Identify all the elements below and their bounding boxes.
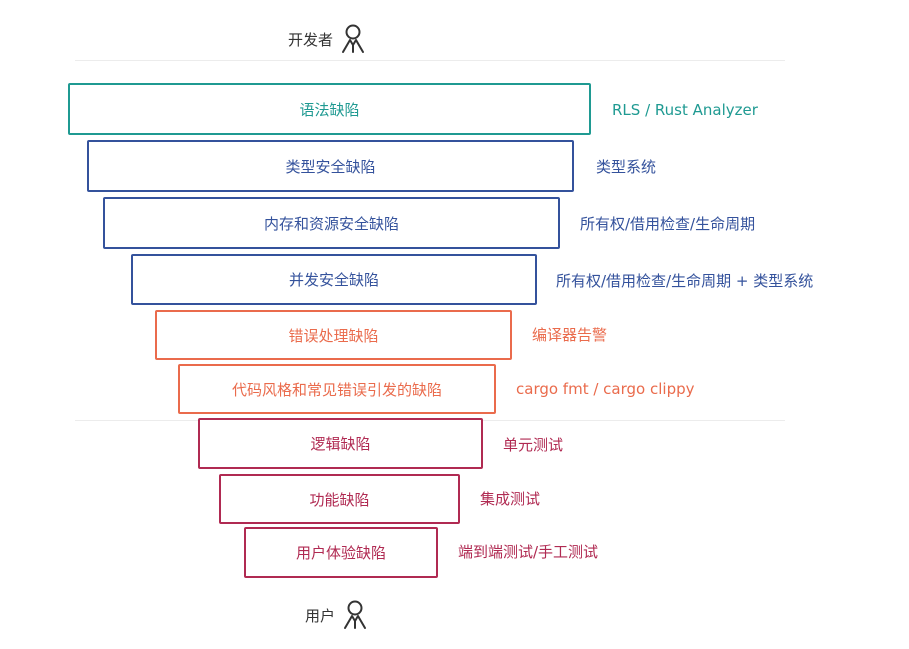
tool-label-code-style: cargo fmt / cargo clippy: [516, 380, 695, 398]
tool-label-function: 集成测试: [480, 490, 541, 508]
bottom-actor: 用户: [305, 600, 369, 630]
tool-label-user-experience: 端到端测试/手工测试: [458, 543, 599, 561]
bottom-actor-label: 用户: [305, 606, 336, 625]
funnel-layer-user-experience: 用户体验缺陷: [244, 527, 438, 578]
funnel-layer-type-safety: 类型安全缺陷: [87, 140, 574, 192]
tool-label-memory-safety: 所有权/借用检查/生命周期: [580, 215, 756, 233]
tool-label-type-safety: 类型系统: [596, 158, 657, 176]
guide-line: [75, 60, 785, 61]
funnel-layer-error-handling: 错误处理缺陷: [155, 310, 512, 360]
funnel-layer-function: 功能缺陷: [219, 474, 460, 524]
person-icon: [341, 600, 369, 630]
funnel-layer-syntax: 语法缺陷: [68, 83, 591, 135]
funnel-layer-code-style: 代码风格和常见错误引发的缺陷: [178, 364, 496, 414]
funnel-layer-memory-safety: 内存和资源安全缺陷: [103, 197, 560, 249]
tool-label-syntax: RLS / Rust Analyzer: [612, 101, 758, 119]
person-icon: [339, 24, 367, 54]
tool-label-error-handling: 编译器告警: [532, 326, 608, 344]
tool-label-concurrency-safety: 所有权/借用检查/生命周期 + 类型系统: [556, 272, 814, 290]
funnel-layer-logic: 逻辑缺陷: [198, 418, 483, 469]
tool-label-logic: 单元测试: [503, 436, 564, 454]
funnel-layer-concurrency-safety: 并发安全缺陷: [131, 254, 537, 305]
top-actor: 开发者: [288, 24, 367, 54]
top-actor-label: 开发者: [288, 30, 334, 49]
